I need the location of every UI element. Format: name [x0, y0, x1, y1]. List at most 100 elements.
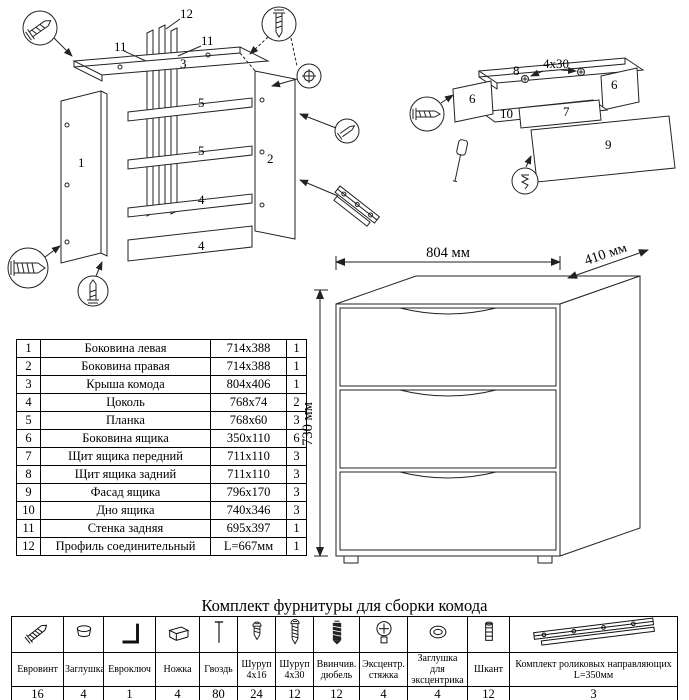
screw-head-callout: [271, 63, 322, 89]
rail-1: [127, 97, 253, 122]
screw-callout: [409, 94, 454, 132]
part-number-label: 8: [513, 63, 520, 78]
screw-4x16-icon: [251, 621, 262, 641]
part-size: L=667мм: [210, 537, 287, 556]
part-size: 695x397: [210, 519, 287, 538]
hardware-cell: [63, 616, 104, 653]
small-screw-callout: [299, 113, 360, 144]
rail-3: [127, 193, 253, 218]
part-name: Стенка задняя: [40, 519, 211, 538]
part-name: Профиль соединительный: [40, 537, 211, 556]
hardware-qty-row: 16 4 1 4 80 24 12 12 4 4 12 3: [11, 686, 678, 700]
drawer-facade: [530, 115, 676, 183]
hardware-qty: 12: [313, 686, 360, 700]
hardware-qty: 80: [199, 686, 238, 700]
hardware-name: Шуруп 4x30: [275, 652, 314, 687]
part-number-label: 11: [201, 33, 214, 48]
screw-callout-bottom: [77, 261, 109, 307]
foot-icon: [167, 626, 189, 641]
drawer-side-right: [600, 67, 640, 111]
dowel-callout: [511, 155, 539, 195]
part-size: 714x388: [210, 339, 287, 358]
cam-lock-icon: [375, 621, 392, 644]
part-number-label: 10: [500, 106, 513, 121]
nail-icon: [214, 621, 223, 643]
hex-key-icon: [122, 623, 139, 644]
part-name: Планка: [40, 411, 211, 430]
left-side-panel: [60, 90, 108, 264]
wood-dowel-icon: [484, 621, 493, 641]
part-size: 350x110: [210, 429, 287, 448]
part-qty: 1: [286, 537, 307, 556]
hardware-name: Гвоздь: [199, 652, 238, 687]
assembled-chest-drawing: 804 мм 410 мм 730 мм: [300, 246, 649, 564]
screw-size-label: 4x30: [543, 56, 569, 71]
hardware-qty: 12: [467, 686, 510, 700]
part-qty: 3: [286, 411, 307, 430]
hardware-cell: [313, 616, 360, 653]
part-qty: 1: [286, 375, 307, 394]
plinth-board: [127, 225, 253, 262]
part-number: 5: [16, 411, 41, 430]
drawer-exploded-diagram: 8 4x30 6 6 10 7 9: [409, 56, 676, 195]
part-number: 11: [16, 519, 41, 538]
hardware-qty: 4: [155, 686, 200, 700]
part-qty: 3: [286, 447, 307, 466]
screw-position-marks: [521, 68, 585, 83]
hardware-cell: [467, 616, 510, 653]
drawer-handle-notch-1: [399, 307, 497, 315]
part-number: 7: [16, 447, 41, 466]
part-size: 714x388: [210, 357, 287, 376]
part-number-label: 4: [198, 238, 205, 253]
part-size: 804x406: [210, 375, 287, 394]
part-number: 4: [16, 393, 41, 412]
part-number: 12: [16, 537, 41, 556]
part-name: Фасад ящика: [40, 483, 211, 502]
hardware-names-row: Евровинт Заглушка Евроключ Ножка Гвоздь …: [11, 652, 678, 687]
hardware-icons-row: [11, 616, 678, 653]
part-name: Дно ящика: [40, 501, 211, 520]
part-name: Боковина левая: [40, 339, 211, 358]
confirmat-callout: [7, 245, 61, 289]
hole-marks: [64, 52, 265, 245]
roller-guides-icon: [532, 617, 655, 646]
hardware-cell: [407, 616, 468, 653]
part-number-label: 12: [180, 6, 193, 21]
chest-foot: [343, 555, 359, 564]
hardware-name: Шкант: [467, 652, 510, 687]
part-size: 711x110: [210, 447, 287, 466]
screw-4x30-icon: [289, 619, 300, 645]
part-number-label: 11: [114, 39, 127, 54]
part-size: 796x170: [210, 483, 287, 502]
hardware-name: Заглушка: [63, 652, 104, 687]
part-number-label: 4: [198, 192, 205, 207]
hardware-table: Евровинт Заглушка Евроключ Ножка Гвоздь …: [11, 616, 678, 700]
hardware-cell: [155, 616, 200, 653]
part-number-label: 3: [180, 56, 187, 71]
rail-2: [127, 145, 253, 170]
hardware-cell: [11, 616, 64, 653]
hardware-qty: 4: [407, 686, 468, 700]
part-qty: 1: [286, 357, 307, 376]
part-number: 6: [16, 429, 41, 448]
screw-callout-top-right: [249, 6, 298, 67]
confirmat-screw-icon: [24, 624, 47, 644]
depth-dimension-label: 410 мм: [582, 246, 629, 269]
drawer-front-1: [339, 307, 557, 387]
part-name: Боковина правая: [40, 357, 211, 376]
hardware-name: Евроключ: [103, 652, 156, 687]
hardware-qty: 12: [275, 686, 314, 700]
part-number: 9: [16, 483, 41, 502]
part-number-label: 7: [563, 104, 570, 119]
part-size: 768x74: [210, 393, 287, 412]
cam-cap-icon: [429, 625, 446, 639]
